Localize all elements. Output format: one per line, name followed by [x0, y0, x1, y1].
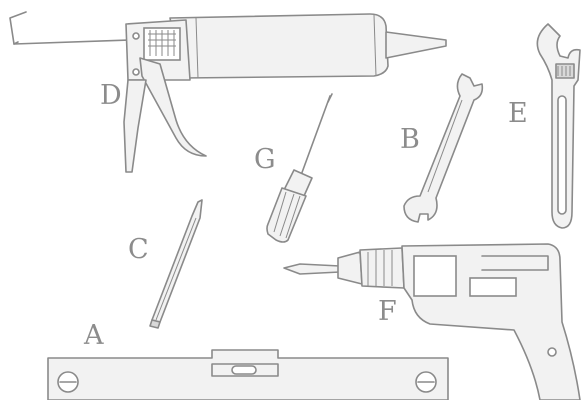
caulking-gun-icon [9, 11, 447, 173]
label-d: D [100, 80, 122, 111]
label-a: A [84, 320, 104, 351]
label-f: F [378, 296, 397, 327]
spirit-level-icon [47, 349, 449, 400]
adjustable-wrench-icon [536, 23, 581, 229]
open-end-wrench-icon [403, 73, 484, 223]
label-g: G [254, 144, 276, 175]
pencil-icon [149, 199, 203, 329]
label-b: B [400, 124, 420, 155]
screwdriver-icon [266, 93, 333, 243]
label-e: E [508, 98, 528, 129]
power-drill-icon [283, 243, 581, 400]
label-c: C [128, 234, 149, 265]
